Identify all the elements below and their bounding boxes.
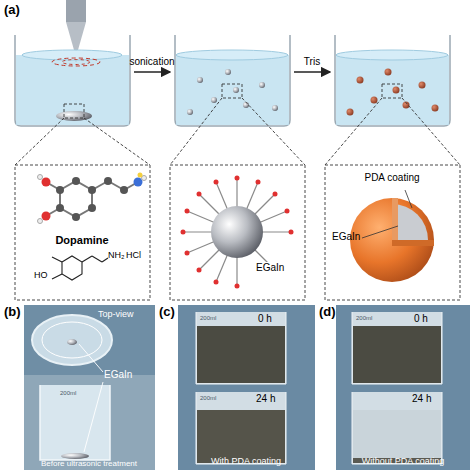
time-label: 24 h xyxy=(412,393,431,405)
volume-mark: 200ml xyxy=(200,315,216,322)
atom-group: HCl xyxy=(126,250,141,260)
volume-mark: 200ml xyxy=(356,315,372,322)
volume-mark: 200ml xyxy=(60,390,76,397)
atom-group: NH₂ xyxy=(108,250,125,260)
photo-caption: Without PDA coating xyxy=(362,456,445,466)
photo-caption: Before ultrasonic treatment xyxy=(41,459,137,468)
step-label: sonication xyxy=(129,56,174,68)
time-label: 0 h xyxy=(414,313,428,325)
photo-caption: With PDA coating xyxy=(211,456,281,466)
part-name: EGaIn xyxy=(255,262,285,274)
volume-mark: 200ml xyxy=(200,395,216,402)
molecule-name: Dopamine xyxy=(55,234,108,247)
part-name: EGaIn xyxy=(332,231,360,243)
panel-letter: (c) xyxy=(159,305,175,320)
panel-letter: (b) xyxy=(4,305,21,320)
time-label: 24 h xyxy=(256,393,275,405)
time-label: 0 h xyxy=(258,313,272,325)
step-label: Tris xyxy=(304,56,320,68)
panel-letter: (d) xyxy=(319,305,336,320)
panel-letter: (a) xyxy=(4,3,20,18)
atom-group: HO xyxy=(34,270,48,280)
part-name: PDA coating xyxy=(364,172,419,184)
photo-label: EGaIn xyxy=(104,369,132,381)
photo-label: Top-view xyxy=(98,309,134,319)
